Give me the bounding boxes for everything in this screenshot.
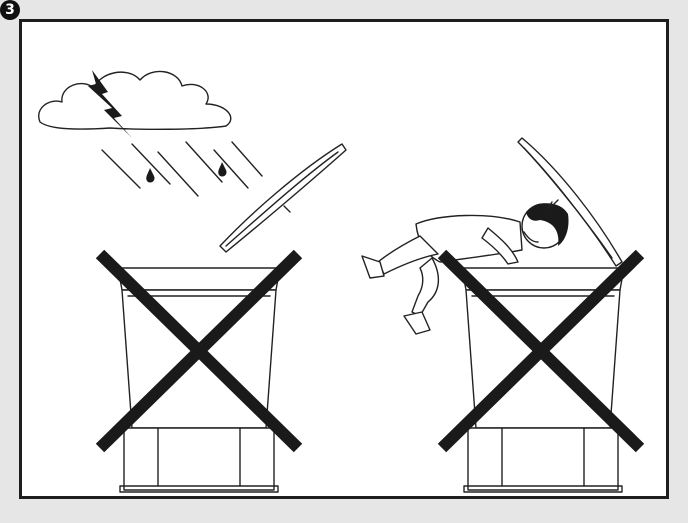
bin-lid-right (518, 138, 622, 266)
bin-lid-left (220, 144, 346, 252)
storm-cloud-icon (39, 71, 231, 129)
step-number-badge: 3 (0, 0, 20, 20)
rain-lines (102, 142, 262, 196)
